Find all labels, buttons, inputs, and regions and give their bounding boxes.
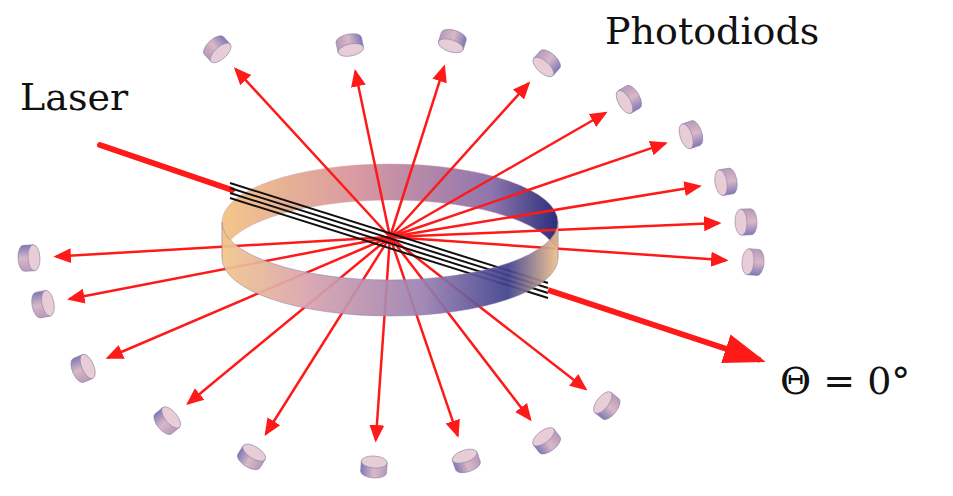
- ring-front: [222, 222, 558, 316]
- scattered-rays: [56, 67, 726, 440]
- scattered-ray: [355, 71, 390, 237]
- scattered-ray: [266, 237, 390, 434]
- photodiode: [676, 119, 705, 151]
- photodiode: [68, 352, 98, 385]
- photodiode: [613, 83, 645, 117]
- laser-in: [100, 145, 232, 190]
- photodiode: [590, 389, 623, 423]
- scattered-ray: [376, 237, 390, 440]
- photodiode: [200, 32, 234, 66]
- scattered-ray: [390, 143, 665, 237]
- photodiode: [437, 27, 468, 56]
- photodiode: [235, 441, 269, 473]
- photodiode: [713, 167, 739, 196]
- photodiode: [335, 32, 365, 59]
- scattered-ray: [188, 237, 390, 403]
- photodiode: [150, 404, 184, 438]
- photodiode: [530, 46, 564, 80]
- photodiode: [360, 455, 387, 479]
- photodiode: [741, 248, 765, 275]
- photodiodes: [17, 27, 765, 479]
- photodiode: [734, 209, 757, 236]
- angle-label: Θ = 0°: [780, 362, 910, 400]
- photodiode: [450, 446, 482, 475]
- photodiode: [17, 244, 40, 271]
- laser-out: [548, 290, 760, 360]
- scattered-ray: [236, 69, 390, 237]
- photodiodes-label: Photodiods: [605, 12, 819, 50]
- laser-label: Laser: [20, 78, 128, 116]
- photodiode: [530, 424, 564, 457]
- photodiode: [30, 289, 57, 319]
